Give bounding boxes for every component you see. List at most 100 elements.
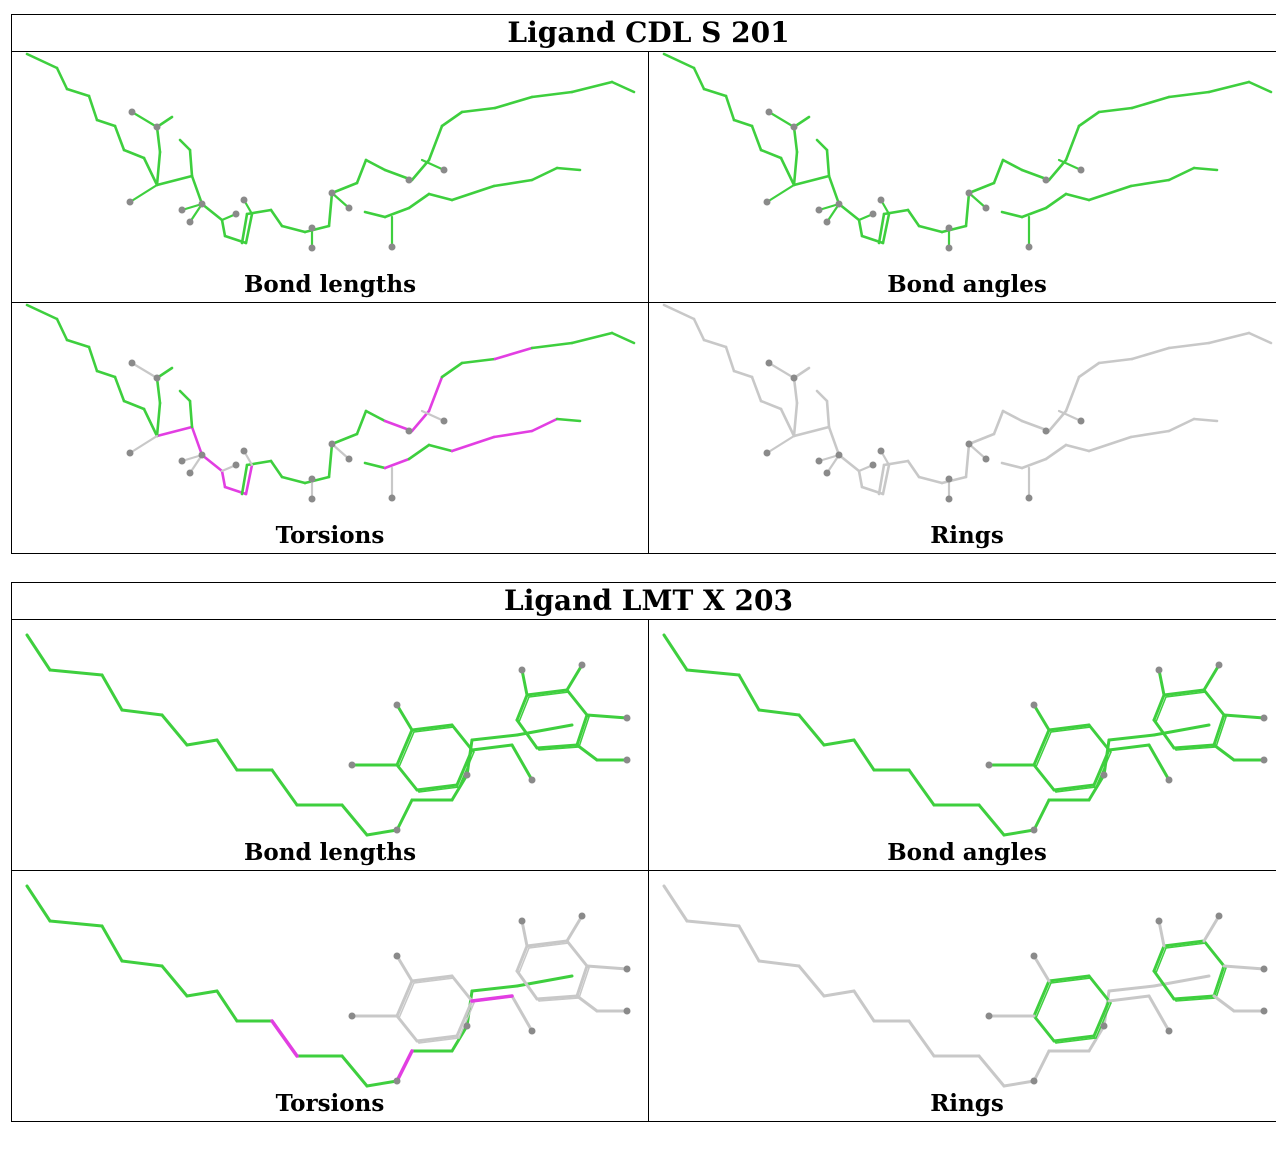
bond bbox=[1032, 954, 1051, 983]
bond bbox=[1202, 914, 1221, 943]
bond bbox=[535, 743, 579, 750]
bond bbox=[330, 432, 359, 446]
bond bbox=[825, 148, 831, 178]
bond bbox=[427, 192, 454, 202]
bond bbox=[575, 743, 599, 762]
atom bbox=[528, 776, 536, 784]
atom bbox=[1042, 176, 1050, 184]
bond bbox=[1057, 158, 1083, 172]
bond bbox=[188, 453, 204, 475]
bond bbox=[364, 409, 387, 423]
atom bbox=[763, 449, 771, 457]
bond bbox=[48, 919, 104, 928]
bond bbox=[95, 369, 117, 379]
bond bbox=[530, 166, 559, 182]
bond bbox=[453, 977, 475, 1004]
bond bbox=[992, 409, 1005, 436]
bond bbox=[200, 453, 224, 473]
atom bbox=[186, 469, 194, 477]
atom bbox=[1260, 756, 1268, 764]
bond bbox=[907, 1019, 936, 1058]
bond bbox=[792, 425, 831, 438]
bond bbox=[1130, 346, 1171, 361]
bond bbox=[732, 118, 754, 128]
bond bbox=[330, 191, 351, 210]
bond bbox=[25, 884, 52, 923]
bond bbox=[538, 997, 580, 1002]
panel-caption: Bond angles bbox=[887, 839, 1047, 866]
bond bbox=[120, 708, 164, 717]
atom bbox=[835, 200, 843, 208]
atom bbox=[1260, 1007, 1268, 1015]
bond bbox=[410, 974, 454, 983]
bond bbox=[1044, 443, 1068, 461]
bond bbox=[530, 90, 574, 99]
atom bbox=[308, 495, 316, 503]
atom bbox=[240, 447, 248, 455]
bond bbox=[555, 166, 582, 172]
bond bbox=[510, 994, 534, 1033]
atom bbox=[965, 189, 973, 197]
bond bbox=[906, 208, 921, 228]
atom bbox=[877, 447, 885, 455]
bond bbox=[1212, 964, 1226, 998]
bond bbox=[1092, 748, 1111, 787]
atom bbox=[965, 440, 973, 448]
bond bbox=[190, 425, 204, 457]
bond bbox=[1175, 746, 1217, 751]
atom bbox=[765, 108, 773, 116]
bond bbox=[470, 743, 514, 752]
molecule-drawing bbox=[25, 52, 636, 252]
bond bbox=[355, 158, 368, 185]
bond bbox=[1035, 731, 1052, 768]
atom bbox=[985, 761, 993, 769]
bond bbox=[1087, 184, 1133, 202]
ligand-table-lmt: Ligand LMT X 203 Bond lengths Bond angle… bbox=[11, 582, 1276, 1122]
bond bbox=[515, 944, 529, 973]
bond bbox=[327, 191, 334, 228]
bond bbox=[565, 663, 584, 692]
bond bbox=[1192, 166, 1219, 172]
atom bbox=[982, 455, 990, 463]
bond bbox=[1032, 703, 1051, 732]
bond bbox=[365, 828, 399, 837]
bond bbox=[575, 994, 599, 1013]
bond bbox=[992, 158, 1005, 185]
bond bbox=[185, 989, 219, 998]
bond bbox=[528, 942, 570, 949]
panel-caption: Rings bbox=[930, 1090, 1004, 1117]
bond bbox=[917, 224, 944, 234]
bond bbox=[1052, 1034, 1096, 1043]
bond bbox=[1052, 783, 1096, 792]
panel-caption: Bond lengths bbox=[243, 839, 417, 866]
bond bbox=[570, 331, 614, 345]
bond bbox=[907, 768, 936, 807]
bond bbox=[100, 673, 124, 712]
bond bbox=[100, 924, 124, 963]
bond bbox=[244, 463, 254, 496]
bond bbox=[1207, 331, 1251, 345]
bond-angles-panel: Bond angles bbox=[649, 52, 1276, 302]
bond bbox=[1192, 417, 1219, 423]
bond bbox=[458, 1002, 475, 1039]
atom bbox=[945, 224, 953, 232]
bond bbox=[395, 1049, 414, 1083]
bond bbox=[1147, 994, 1171, 1033]
bond bbox=[1044, 192, 1068, 210]
bond bbox=[662, 303, 696, 321]
bond bbox=[492, 178, 534, 188]
bond bbox=[518, 721, 540, 751]
bond bbox=[518, 947, 530, 974]
bond bbox=[538, 746, 580, 751]
bond bbox=[120, 959, 164, 968]
bond bbox=[977, 803, 1006, 837]
bond bbox=[185, 738, 219, 747]
bond bbox=[270, 1019, 299, 1058]
bond bbox=[822, 738, 856, 747]
bond bbox=[25, 633, 52, 672]
bond bbox=[852, 989, 876, 1023]
bond bbox=[1167, 417, 1196, 433]
bond bbox=[575, 964, 589, 998]
bond bbox=[1107, 733, 1156, 742]
bond bbox=[917, 475, 944, 485]
